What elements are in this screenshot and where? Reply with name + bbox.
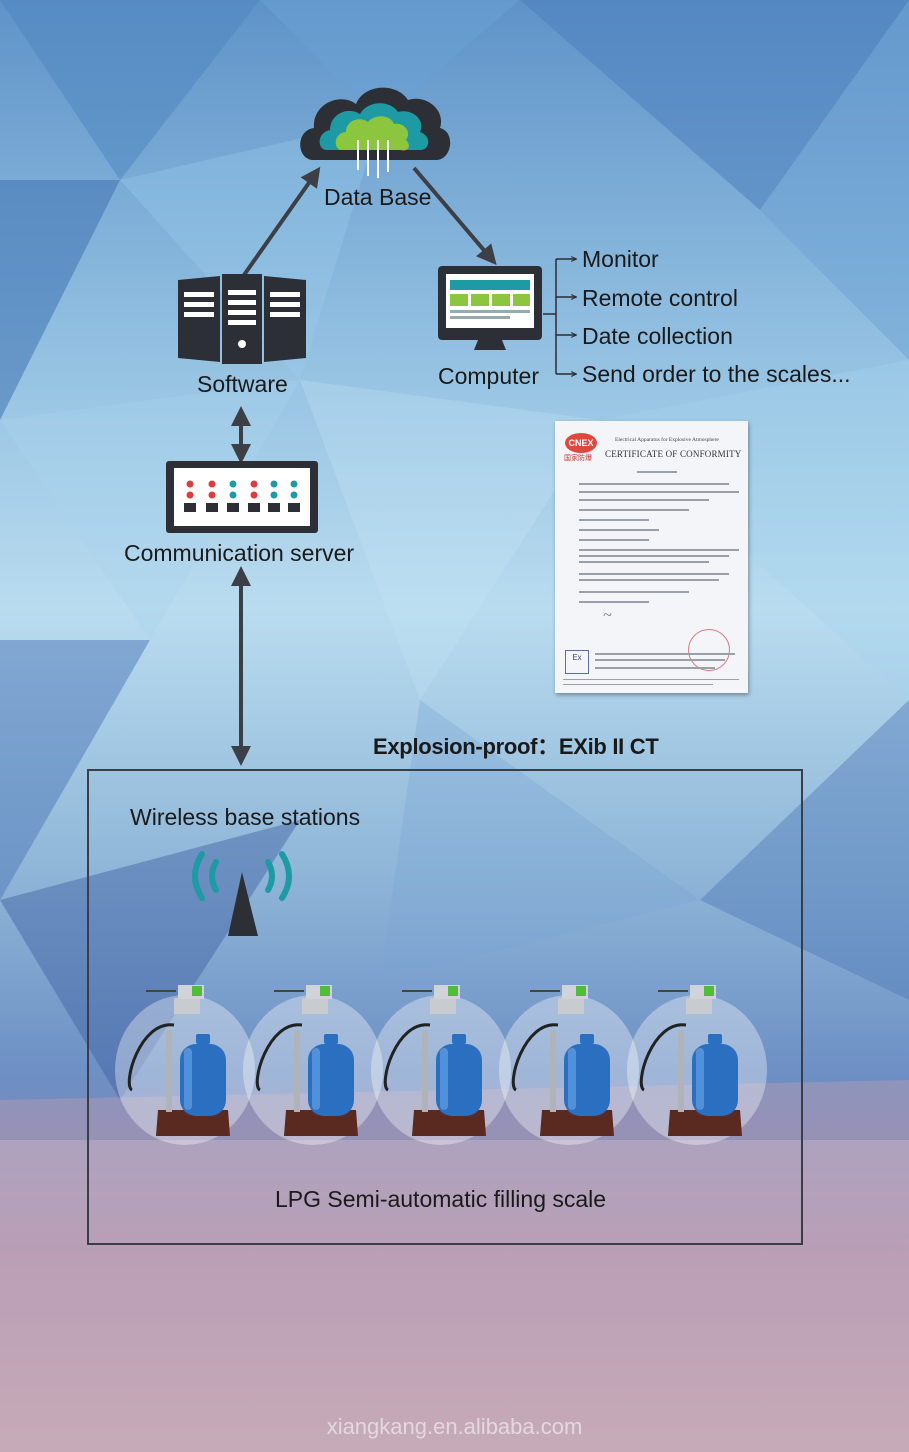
wireless-tower-icon: [192, 851, 292, 936]
arrow-database-to-computer: [412, 166, 497, 266]
certificate-header: Electrical Apparatus for Explosive Atmos…: [615, 437, 719, 443]
cnex-logo: CNEX: [565, 433, 597, 453]
communication-server-icon: [166, 461, 318, 533]
cloud-database-icon: [300, 87, 451, 178]
server-icon: [178, 274, 306, 364]
filling-scale-2: [243, 985, 383, 1145]
watermark: xiangkang.en.alibaba.com: [326, 1414, 583, 1439]
computer-label: Computer: [438, 363, 539, 389]
filling-scale-3: [371, 985, 511, 1145]
ex-mark-icon: Ex: [565, 650, 589, 674]
filling-scale-1: [115, 985, 255, 1145]
comm-server-label: Communication server: [124, 540, 355, 566]
filling-scales: [115, 985, 767, 1145]
scale-label: LPG Semi-automatic filling scale: [275, 1186, 607, 1212]
function-remote-control: Remote control: [582, 285, 738, 311]
wireless-label: Wireless base stations: [130, 804, 361, 830]
director-signature: ~: [603, 607, 612, 624]
certificate-of-conformity: CNEX 国家防爆 Electrical Apparatus for Explo…: [555, 421, 748, 693]
function-date-collection: Date collection: [582, 323, 733, 349]
explosion-proof-rating: Explosion-proof：EXib II CT: [373, 734, 659, 759]
function-monitor: Monitor: [582, 246, 659, 272]
function-send-order: Send order to the scales...: [582, 361, 851, 387]
function-bracket: [543, 259, 576, 374]
official-stamp: [688, 629, 730, 671]
filling-scale-5: [627, 985, 767, 1145]
arrow-software-to-database: [242, 166, 321, 277]
software-label: Software: [197, 371, 288, 397]
computer-monitor-icon: [438, 266, 542, 350]
certificate-title: CERTIFICATE OF CONFORMITY: [605, 449, 742, 459]
filling-scale-4: [499, 985, 639, 1145]
field-area-frame: [87, 769, 803, 1245]
cnex-logo-subtitle: 国家防爆: [564, 454, 592, 462]
database-label: Data Base: [324, 184, 432, 210]
